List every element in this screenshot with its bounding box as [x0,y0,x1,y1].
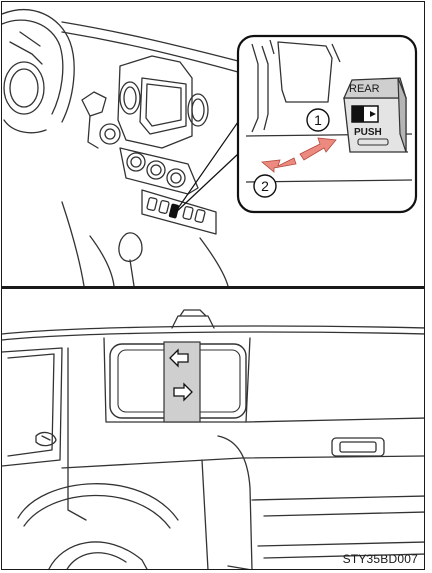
figure-caption: STY35BD007 [343,552,418,566]
rear-window [110,342,246,422]
truck-drawing [2,290,424,570]
step-2-label: 2 [261,178,269,194]
figure-frame: REAR PUSH 1 2 [1,1,425,570]
switch-inset: REAR PUSH 1 2 [238,36,416,212]
step-1-label: 1 [314,112,322,128]
truck-illustration [2,290,424,570]
dashboard-drawing: REAR PUSH 1 2 [2,2,424,286]
dashboard-illustration: REAR PUSH 1 2 [2,2,424,286]
switch-label-push: PUSH [354,127,382,138]
switch-label-rear: REAR [349,83,380,95]
panel-divider [2,286,424,289]
rear-switch-highlight [168,203,179,219]
